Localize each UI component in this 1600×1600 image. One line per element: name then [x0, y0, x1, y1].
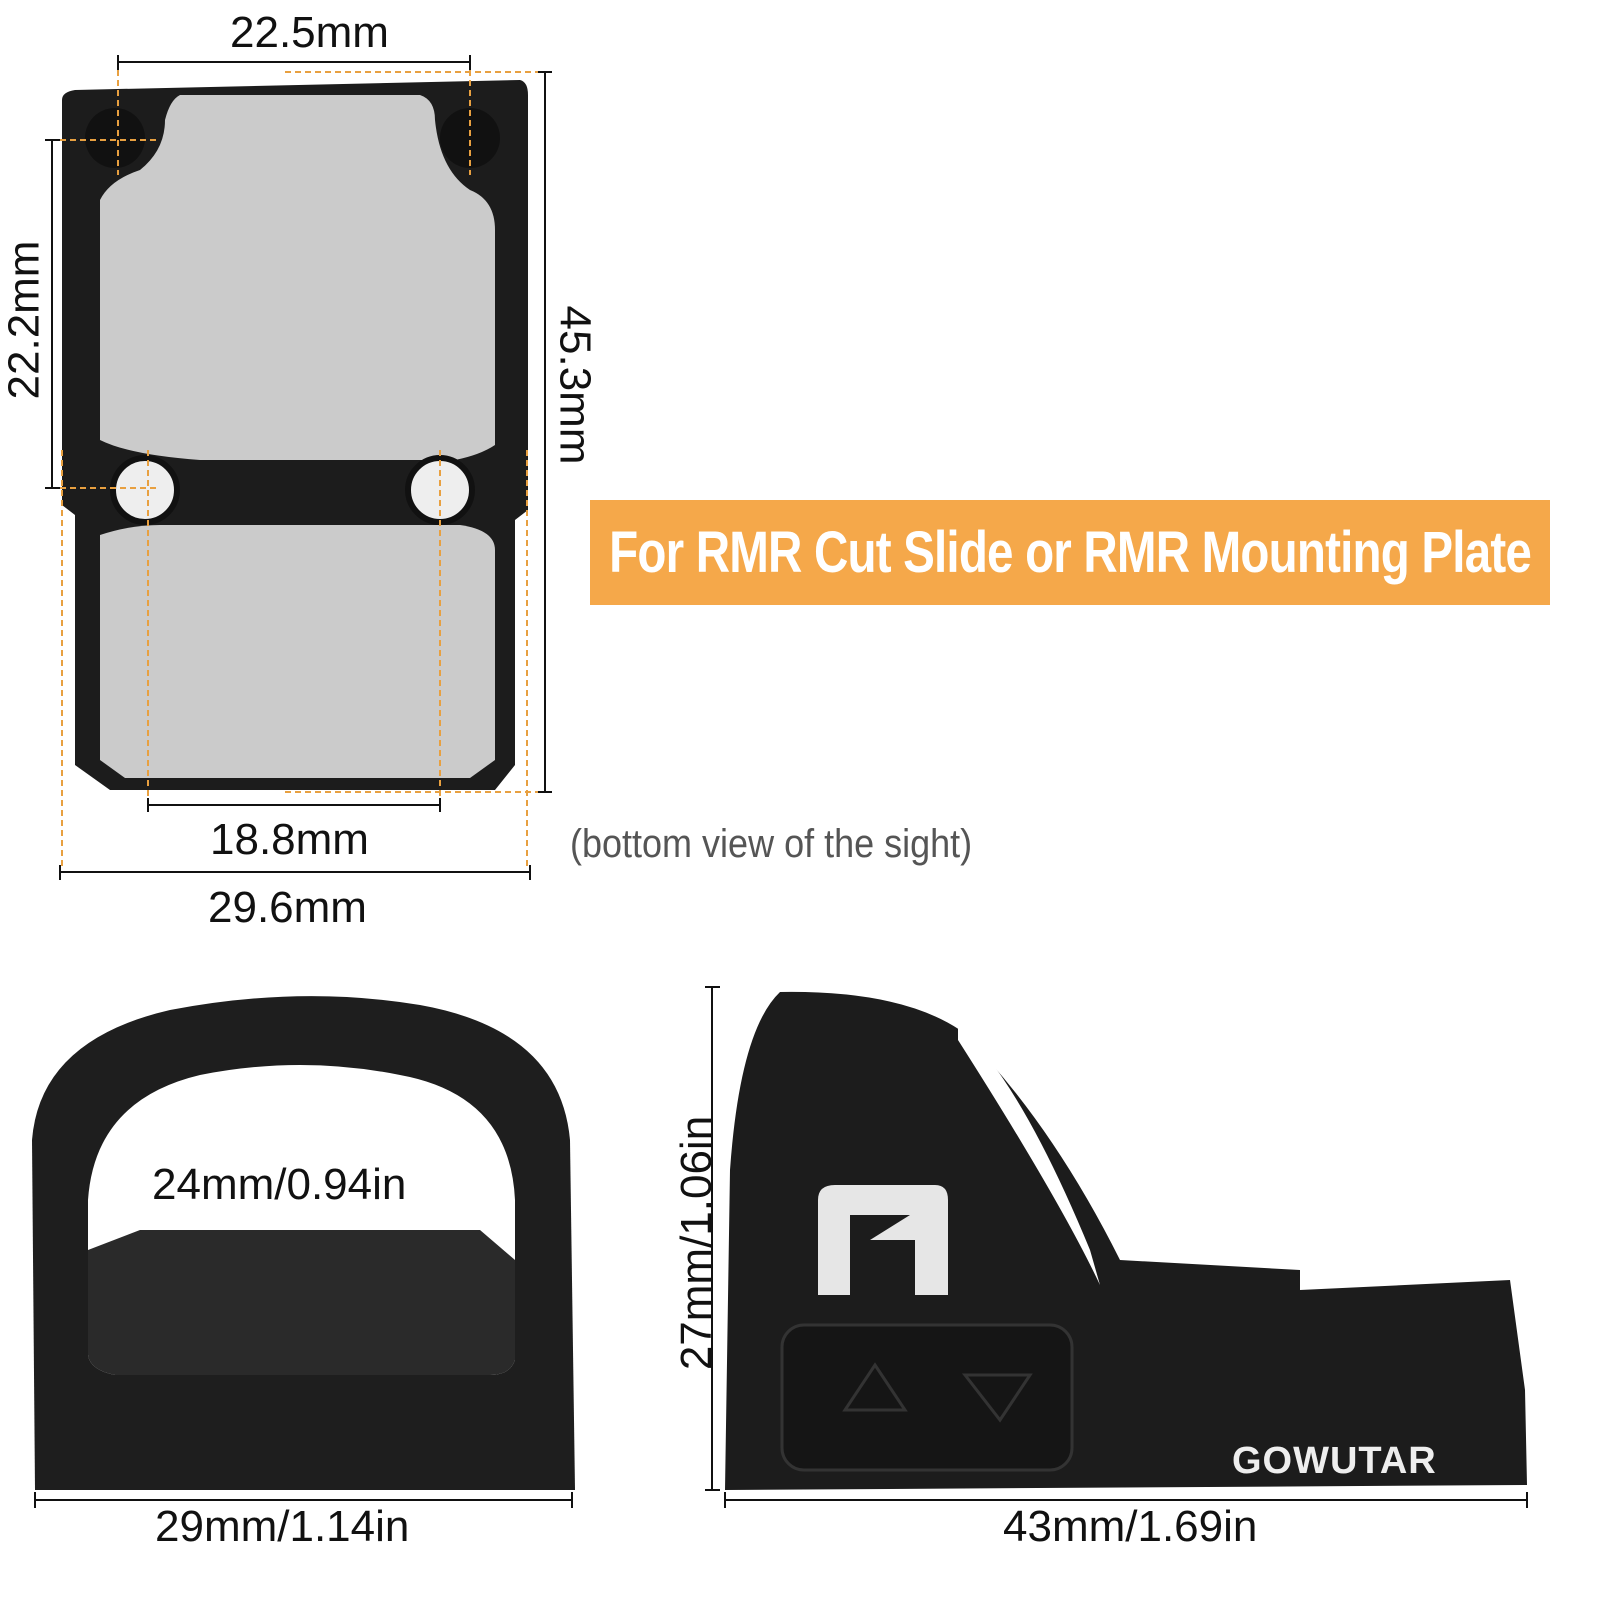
dim-hole-spacing: 18.8mm	[210, 815, 369, 864]
screw-hole	[110, 455, 180, 525]
banner-text: For RMR Cut Slide or RMR Mounting Plate	[609, 520, 1532, 585]
guide-lines	[50, 60, 545, 870]
dim-left-height: 22.2mm	[0, 240, 49, 400]
up-arrow-icon	[842, 1362, 908, 1412]
mounting-banner: For RMR Cut Slide or RMR Mounting Plate	[590, 500, 1550, 605]
post-hole	[85, 108, 145, 168]
adhesive-plate-lower	[100, 525, 495, 778]
dim-base-width: 29.6mm	[208, 883, 367, 932]
brand-logo-icon	[818, 1185, 948, 1295]
down-arrow-icon	[961, 1373, 1033, 1423]
brand-name: GOWUTAR	[1232, 1440, 1437, 1482]
dim-total-length: 45.3mm	[550, 305, 600, 465]
dim-top-width: 22.5mm	[230, 8, 389, 57]
dim-front-width: 29mm/1.14in	[155, 1502, 410, 1551]
window-base	[88, 1230, 515, 1375]
dim-window-width: 24mm/0.94in	[152, 1160, 407, 1209]
dim-side-height: 27mm/1.06in	[672, 1115, 722, 1371]
post-hole	[440, 108, 500, 168]
dim-side-length: 43mm/1.69in	[1003, 1502, 1258, 1551]
adhesive-plate	[100, 95, 495, 460]
button-panel	[780, 1323, 1074, 1472]
window-opening	[958, 1025, 1100, 1285]
bottom-view-caption: (bottom view of the sight)	[570, 822, 973, 866]
